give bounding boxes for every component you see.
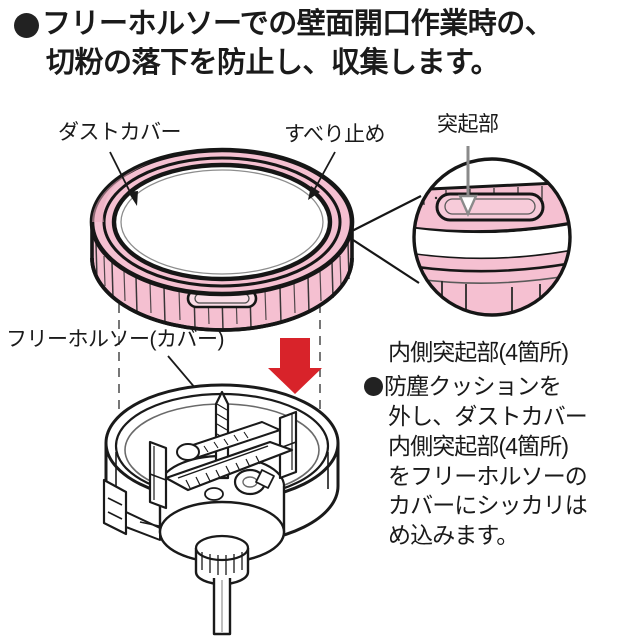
protrusion-tab-front: [186, 288, 258, 309]
assembly-direction-arrow: [268, 338, 322, 394]
dust-cover-illustration: [89, 147, 355, 332]
instruction-line-1-text: 防塵クッションを: [384, 372, 562, 399]
instruction-line-1: 防塵クッションを: [364, 372, 638, 402]
instruction-line-6: め込みます。: [388, 522, 519, 549]
header-text: フリーホルソーでの壁面開口作業時の、 切粉の落下を防止し、収集します。: [0, 6, 640, 82]
header-line-2: 切粉の落下を防止し、収集します。: [0, 45, 640, 82]
alignment-guides: [118, 288, 321, 418]
label-protrusion: 突起部: [437, 113, 499, 136]
label-leader-lines: [109, 151, 336, 394]
instruction-line-4: をフリーホルソーの: [388, 462, 588, 489]
holesaw-illustration: [102, 383, 340, 636]
instruction-line-2: 外し、ダストカバー: [388, 402, 588, 429]
protrusion-leader-arrow: [458, 146, 478, 217]
magnified-detail-view: [349, 146, 572, 317]
cutter-blade-right: [278, 410, 298, 480]
label-free-holesaw-cover: フリーホルソー(カバー): [6, 328, 225, 351]
header-line-1: フリーホルソーでの壁面開口作業時の、: [0, 6, 640, 43]
bullet-icon: [364, 376, 383, 396]
instruction-line-5: カバーにシッカリは: [388, 492, 588, 519]
cutter-blade-left: [148, 440, 168, 510]
instruction-line-3: 内側突起部(4箇所): [388, 432, 569, 459]
label-dust-cover: ダストカバー: [58, 121, 182, 144]
bullet-icon: [14, 13, 39, 38]
instruction-block: 内側突起部(4箇所) 防塵クッションを 外し、ダストカバー 内側突起部(4箇所)…: [364, 338, 638, 551]
header-line-2-text: 切粉の落下を防止し、収集します。: [46, 47, 500, 80]
label-slip-stop: すべり止め: [284, 123, 386, 146]
instruction-heading: 内側突起部(4箇所): [388, 339, 569, 365]
instruction-paragraph: 防塵クッションを 外し、ダストカバー 内側突起部(4箇所) をフリーホルソーの …: [364, 372, 638, 551]
header-line-1-text: フリーホルソーでの壁面開口作業時の、: [42, 8, 554, 40]
